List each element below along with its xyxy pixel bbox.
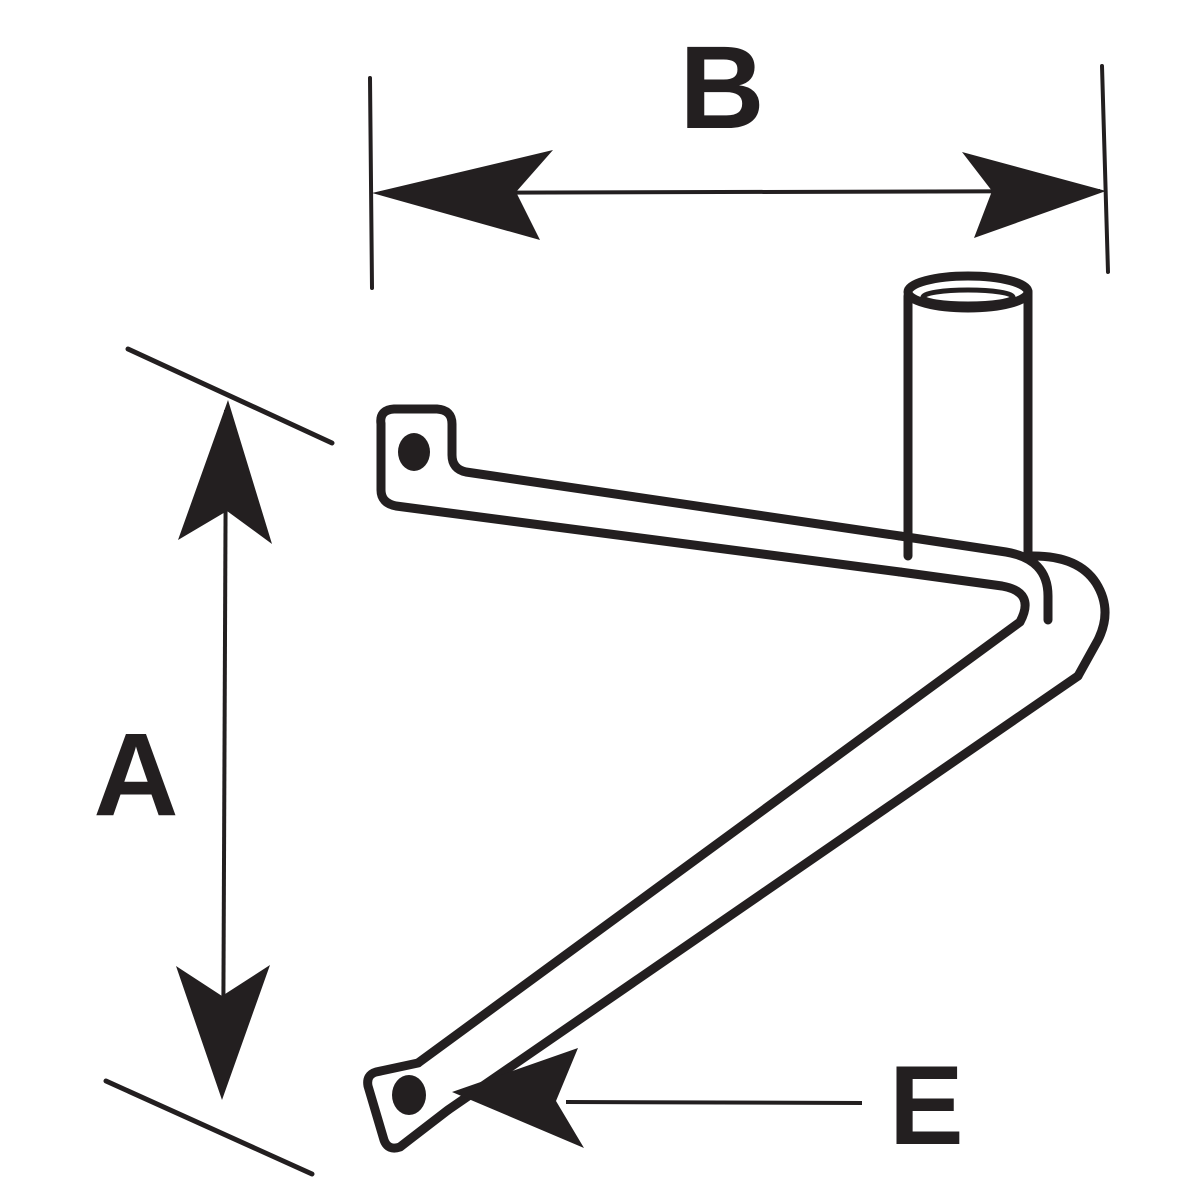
horizontal-arm-top-face <box>376 404 905 541</box>
dimension-a-arrowhead-bottom <box>176 965 270 1100</box>
dimension-b-arrowhead-left <box>372 150 553 240</box>
corner-bend-outer-nose <box>1025 551 1110 681</box>
dimension-a-line <box>221 409 228 1091</box>
lower-tab-hole <box>392 1075 426 1115</box>
callout-e-label: E <box>889 1043 964 1168</box>
dimension-b-extension-line-right <box>1100 64 1110 274</box>
diagonal-strut-front-edge <box>443 671 1083 1115</box>
callout-e-group: E <box>452 1043 964 1168</box>
horizontal-arm-front-face <box>376 419 905 577</box>
tube-top-rim-inner <box>920 287 1016 307</box>
dimension-b-label: B <box>679 22 764 154</box>
dimension-a-label: A <box>93 709 178 841</box>
dimension-b-extension-line-left <box>368 76 374 290</box>
corner-bend-rear-edge <box>895 531 1053 625</box>
callout-e-arrowhead <box>452 1048 584 1148</box>
diagonal-strut-rear-edge <box>413 567 1030 1068</box>
tube-body-outline <box>903 287 1033 561</box>
upper-tab-hole <box>398 433 430 471</box>
dimension-a-extension-line-bottom <box>103 1078 315 1177</box>
dimension-b-arrowhead-right <box>962 152 1106 238</box>
dimension-a-arrowhead-top <box>178 400 272 544</box>
vertical-tube <box>903 271 1033 561</box>
bracket-part-group <box>363 271 1110 1153</box>
dimension-a-extension-line-top <box>125 346 335 446</box>
callout-e-leader-line <box>565 1100 863 1105</box>
dimension-a-group: A <box>93 346 335 1177</box>
dimension-b-group: B <box>368 22 1110 290</box>
